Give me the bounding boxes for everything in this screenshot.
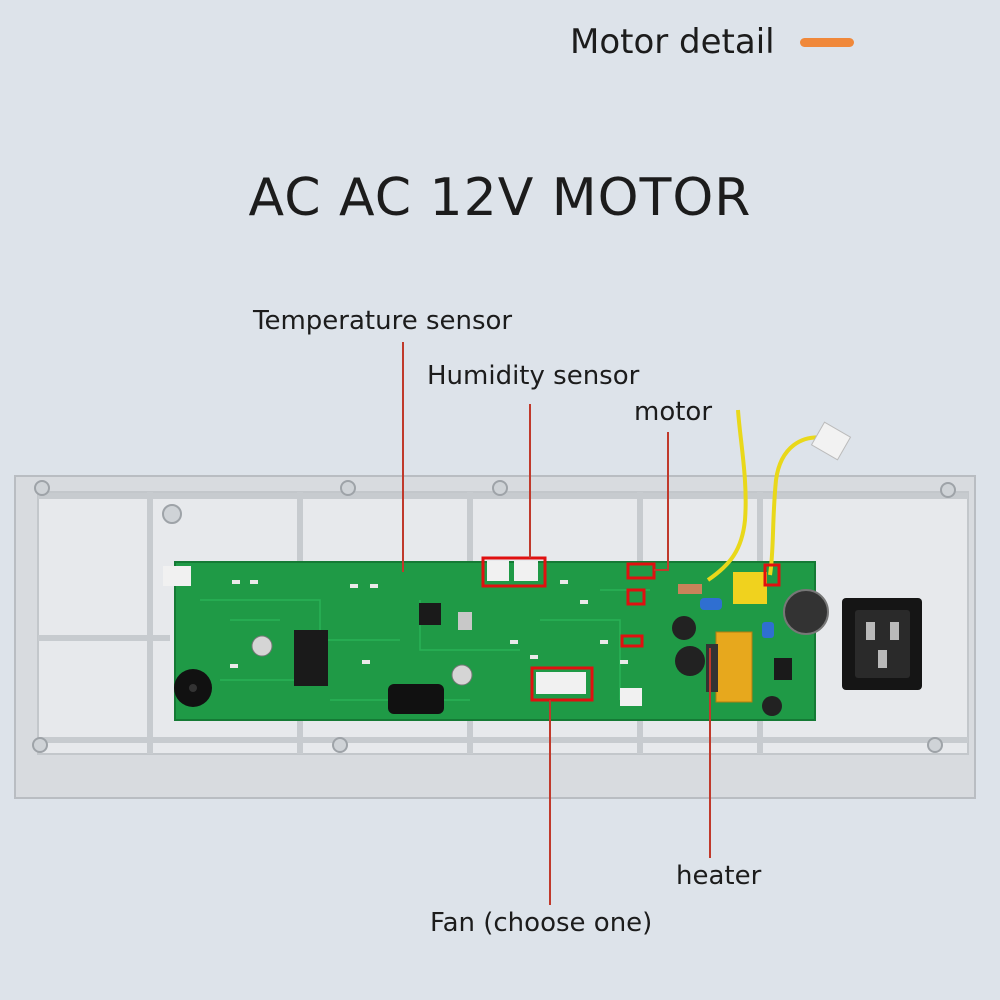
connector-white xyxy=(536,672,586,694)
blue-capacitor xyxy=(700,598,722,610)
ic-chip xyxy=(294,630,328,686)
motor-wire-box xyxy=(763,563,781,587)
wire-terminal xyxy=(810,421,852,461)
tray-screw-holes xyxy=(32,480,956,753)
callout-heater: heater xyxy=(676,861,762,891)
capacitor xyxy=(451,664,473,686)
callout-humidity-sensor: Humidity sensor xyxy=(427,361,640,391)
header-label: Motor detail xyxy=(570,22,775,62)
capacitor xyxy=(672,616,696,640)
blue-capacitor xyxy=(762,622,774,638)
relay-ic xyxy=(774,658,792,680)
capacitor xyxy=(762,696,782,716)
power-socket xyxy=(842,598,922,690)
callout-fan: Fan (choose one) xyxy=(430,908,653,938)
resistor xyxy=(678,584,702,594)
main-title: AC AC 12V MOTOR xyxy=(248,168,752,228)
transformer xyxy=(715,631,753,703)
electrolytic-capacitor xyxy=(388,684,444,714)
pcb xyxy=(174,561,816,721)
fan-box xyxy=(530,666,594,702)
leader-lines xyxy=(402,342,711,905)
motor-box-3 xyxy=(620,634,644,648)
header-accent-bar xyxy=(800,38,854,47)
sensor-connector xyxy=(514,561,538,581)
callout-motor: motor xyxy=(634,397,713,427)
yellow-capacitor xyxy=(733,572,767,604)
smd-parts xyxy=(230,580,628,668)
motor-wire xyxy=(768,435,836,576)
capacitor xyxy=(675,646,705,676)
capacitor xyxy=(251,635,273,657)
connector-white xyxy=(163,566,191,586)
large-capacitor xyxy=(783,589,829,635)
humidity-sensor-box xyxy=(481,556,547,588)
motor-wire xyxy=(706,409,748,582)
callout-temperature-sensor: Temperature sensor xyxy=(253,306,513,336)
transformer-core xyxy=(706,644,718,692)
microcontroller-chip xyxy=(419,603,441,625)
crystal xyxy=(458,612,472,630)
sensor-connector xyxy=(487,561,509,581)
buzzer-center xyxy=(189,684,197,692)
motor-box-2 xyxy=(626,588,646,606)
leader-motor xyxy=(654,432,669,571)
connector-white xyxy=(620,688,642,706)
